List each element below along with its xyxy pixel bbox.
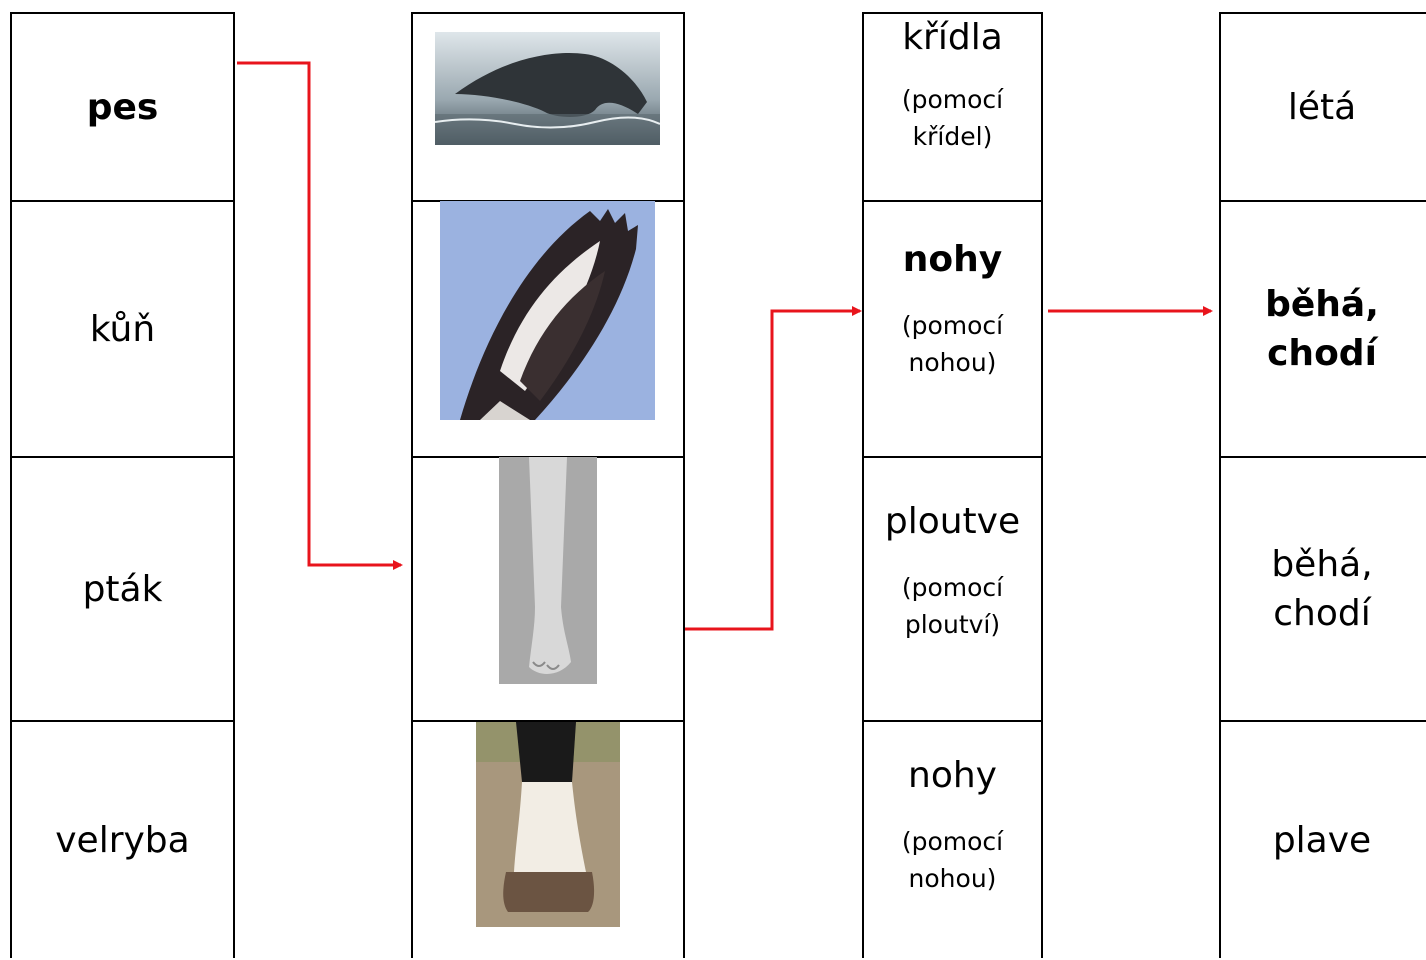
animal-cell-pes: pes	[12, 14, 233, 202]
picture-cell-hoof	[413, 720, 683, 960]
animal-cell-velryba: velryba	[12, 720, 233, 960]
animal-label: pták	[82, 568, 163, 610]
arrow-pes-to-dog-leg	[237, 61, 403, 570]
animal-column: pes kůň pták velryba	[10, 12, 235, 958]
movement-label: běhá, chodí	[1265, 284, 1379, 374]
bird-wing-icon	[440, 201, 655, 420]
organ-word: nohy	[908, 755, 997, 796]
organ-note: (pomocí nohou)	[901, 310, 1004, 378]
animal-cell-ptak: pták	[12, 456, 233, 722]
organ-note: (pomocí nohou)	[901, 826, 1004, 894]
movement-label: létá	[1287, 86, 1357, 128]
organ-column: křídla (pomocí křídel) nohy (pomocí noho…	[862, 12, 1043, 958]
animal-cell-kun: kůň	[12, 200, 233, 458]
movement-label: běhá, chodí	[1271, 544, 1373, 634]
organ-note: (pomocí křídel)	[901, 84, 1004, 152]
dog-leg-icon	[499, 457, 597, 684]
organ-cell-ploutve: ploutve (pomocí ploutví)	[864, 456, 1041, 722]
arrow-dog-leg-to-nohy	[685, 306, 862, 631]
movement-cell-plave: plave	[1221, 720, 1426, 960]
movement-column: létá běhá, chodí běhá, chodí plave	[1219, 12, 1426, 958]
organ-word: křídla	[902, 17, 1003, 58]
movement-label: plave	[1272, 819, 1372, 861]
organ-cell-nohy-bold: nohy (pomocí nohou)	[864, 200, 1041, 458]
organ-note: (pomocí ploutví)	[901, 572, 1004, 640]
organ-cell-kridla: křídla (pomocí křídel)	[864, 14, 1041, 202]
animal-label: kůň	[89, 308, 156, 350]
movement-cell-beha-bold: běhá, chodí	[1221, 200, 1426, 458]
organ-cell-nohy: nohy (pomocí nohou)	[864, 720, 1041, 960]
animal-label: pes	[86, 86, 159, 128]
movement-cell-beha: běhá, chodí	[1221, 456, 1426, 722]
movement-cell-leta: létá	[1221, 14, 1426, 202]
whale-tail-icon	[435, 32, 660, 145]
animal-label: velryba	[55, 819, 190, 861]
horse-hoof-icon	[476, 722, 620, 927]
organ-word: nohy	[902, 239, 1003, 280]
organ-word: ploutve	[884, 501, 1021, 542]
